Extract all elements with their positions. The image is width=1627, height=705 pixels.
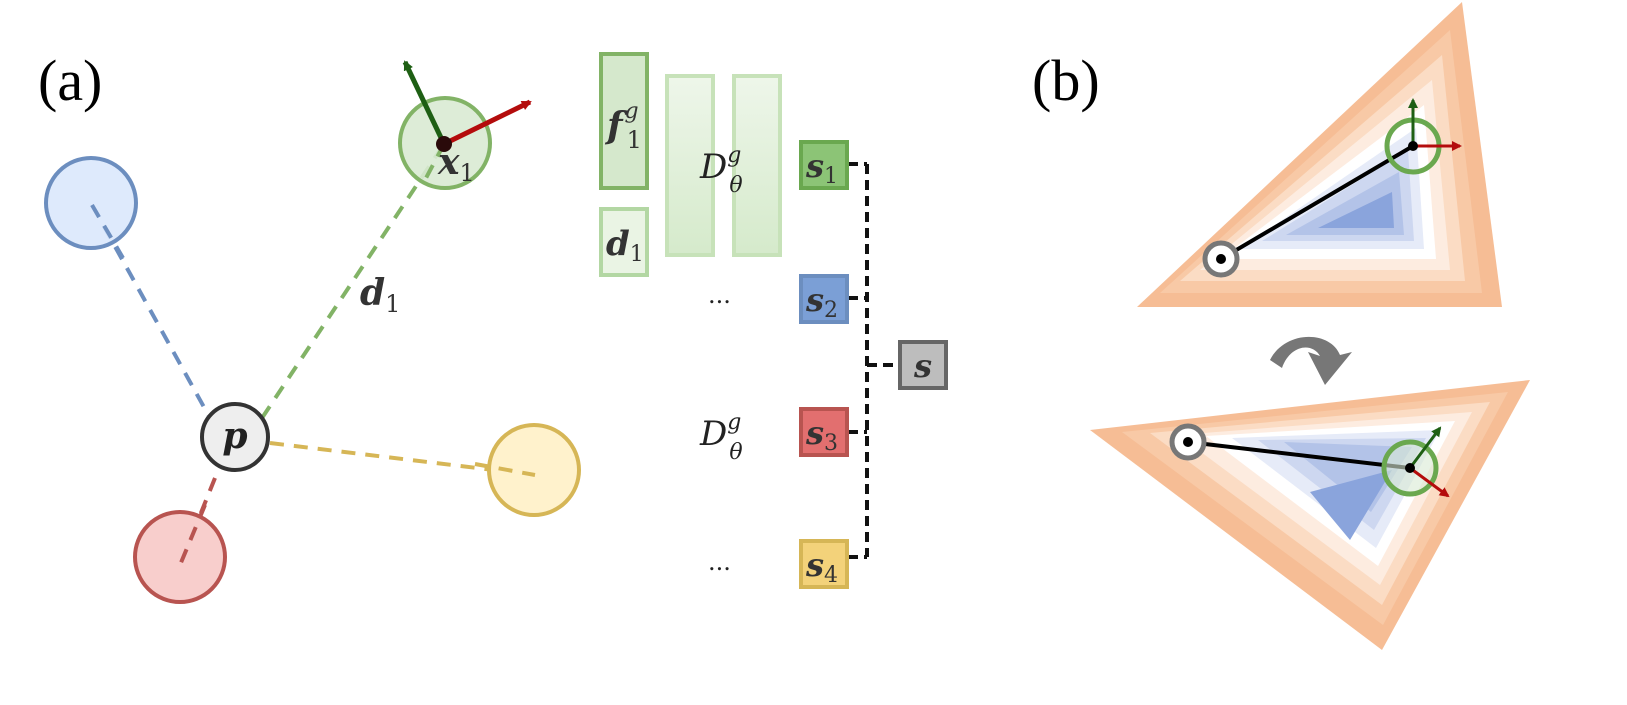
- x-axis-arrow-icon: [1409, 466, 1450, 498]
- rotate-arrow-icon: [1270, 336, 1352, 385]
- panel-b: (b): [1032, 2, 1530, 650]
- label-direction: d1: [606, 224, 644, 267]
- sdf-value-s3: s3: [799, 407, 849, 457]
- sdf-value-s2: s2: [799, 274, 849, 324]
- ellipsis-1: ...: [708, 281, 731, 309]
- label-x1: x1: [437, 141, 475, 187]
- svg-text:s: s: [913, 347, 932, 385]
- ellipsis-2: ...: [708, 548, 731, 576]
- aggregation-bracket: [848, 162, 899, 559]
- blue-dashed-link: [90, 204, 212, 419]
- sdf-value-s1: s1: [799, 140, 849, 190]
- direction-block: [599, 207, 649, 277]
- y-axis-arrow-icon: [402, 60, 447, 146]
- sdf-field-original: [1137, 2, 1502, 307]
- svg-text:s4: s4: [805, 546, 838, 588]
- label-d1: d1: [360, 272, 400, 318]
- label-p: p: [222, 415, 247, 457]
- svg-text:s2: s2: [805, 281, 838, 323]
- decoder-layer-1: [665, 74, 715, 257]
- feature-block: [599, 52, 649, 190]
- panel-a-label: (a): [38, 48, 102, 113]
- x-axis-arrow-icon: [442, 99, 532, 147]
- y-axis-arrow-icon: [1408, 426, 1442, 469]
- svg-text:s1: s1: [805, 147, 838, 189]
- link-rotated: [1187, 440, 1411, 470]
- query-point-p: [200, 402, 270, 472]
- sdf-value-s4: s4: [799, 539, 849, 589]
- sdf-field-rotated: [1090, 380, 1530, 650]
- red-anchor-circle: [133, 510, 227, 604]
- yellow-anchor-circle: [487, 423, 581, 517]
- decoder-layer-2: [732, 74, 782, 257]
- link-original: [1219, 144, 1415, 261]
- anchor-center-dot: [436, 136, 452, 152]
- svg-text:s3: s3: [805, 414, 838, 456]
- aggregated-sdf-s: s: [898, 340, 948, 390]
- blue-anchor-circle: [44, 156, 138, 250]
- green-dashed-link: [260, 142, 446, 420]
- panel-b-label: (b): [1032, 48, 1100, 113]
